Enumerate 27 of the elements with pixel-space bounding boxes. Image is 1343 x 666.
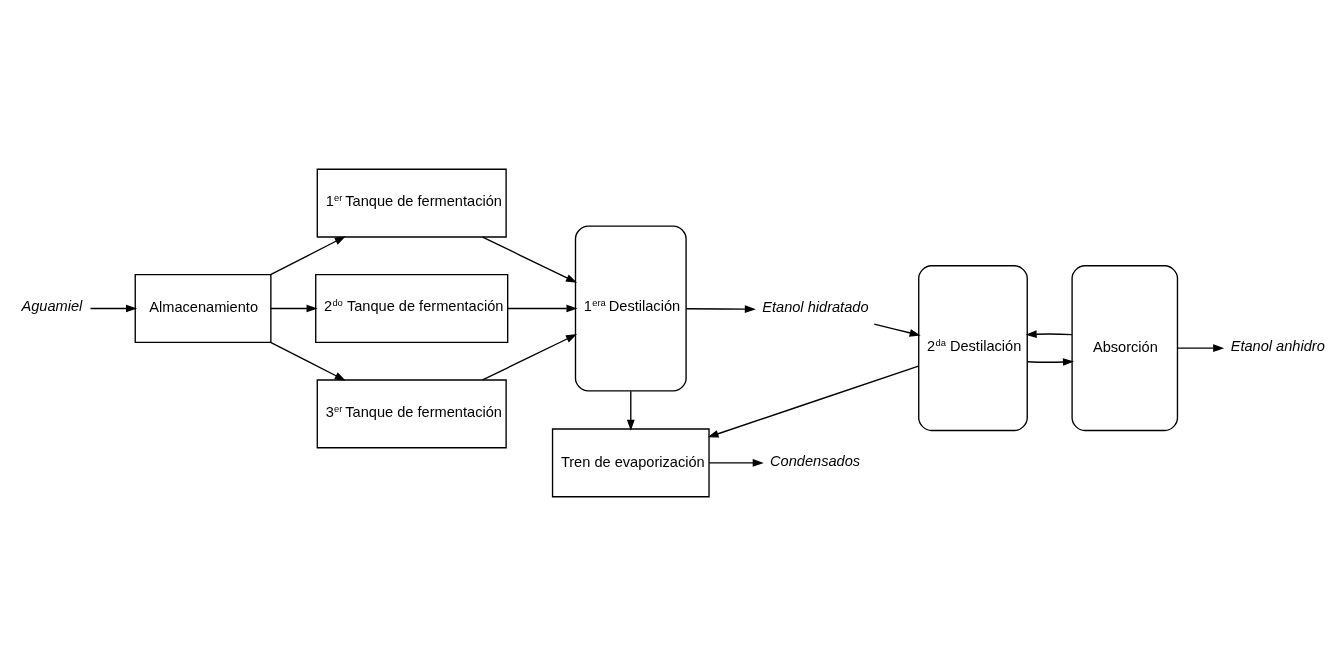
arrow: [1025, 330, 1073, 339]
arrow: [707, 459, 764, 467]
arrow: [626, 390, 635, 431]
arrow: [506, 304, 577, 313]
arrow: [684, 305, 756, 313]
arrow: [1026, 358, 1074, 366]
arrow: [269, 236, 346, 276]
node-text: Etanol hidratado: [761, 299, 869, 316]
node-box: Almacenamiento: [134, 273, 272, 344]
node-box: 2$^{do}$ Tanque de fermentación: [314, 273, 508, 344]
arrow: [706, 365, 919, 438]
arrow: [269, 341, 346, 381]
arrow: [481, 334, 577, 381]
arrow: [873, 323, 921, 337]
node-box: 3$^{er}$ Tanque de fermentación: [316, 379, 507, 449]
node-box: Absorción: [1070, 265, 1178, 432]
node-box: 1$^{er}$ Tanque de fermentación: [316, 168, 507, 238]
arrow: [89, 304, 137, 313]
node-box: 1$^{era}$ Destilación: [574, 225, 687, 392]
node-box: Tren de evaporización: [551, 428, 710, 498]
node-text: Etanol anhidro: [1230, 337, 1325, 354]
arrow: [269, 304, 318, 313]
node-box: 2$^{da}$ Destilación: [917, 265, 1028, 432]
node-text: Condensados: [769, 452, 860, 469]
arrow: [1176, 344, 1224, 352]
node-text: Aguamiel: [21, 298, 82, 315]
arrow: [481, 236, 577, 283]
